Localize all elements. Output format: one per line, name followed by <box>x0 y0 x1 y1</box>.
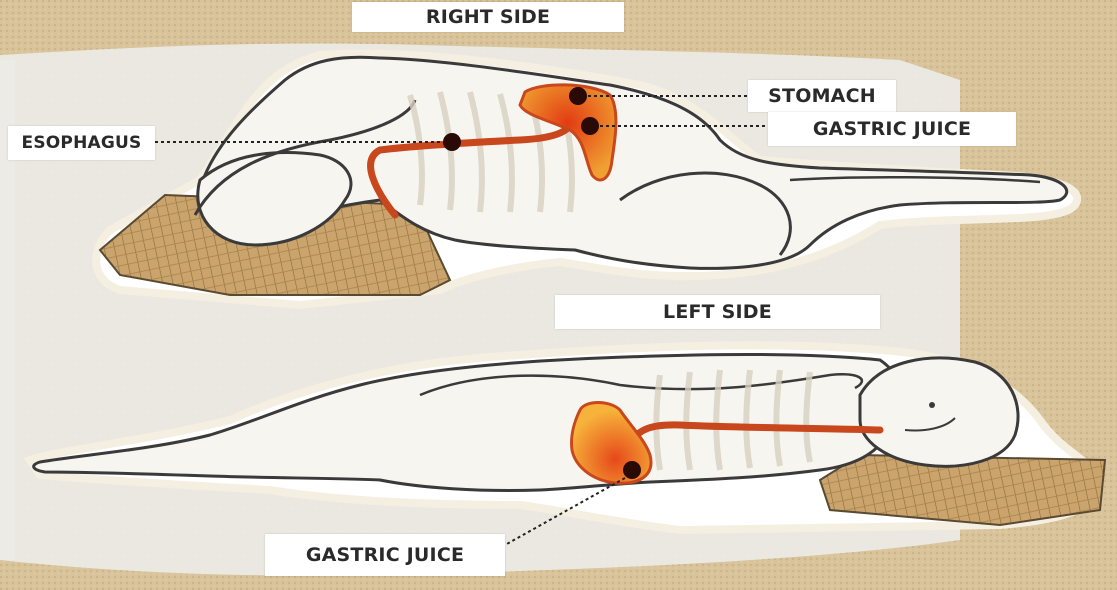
gastric-juice-dot-bottom <box>623 461 641 479</box>
stomach-top <box>518 83 618 182</box>
head-bottom <box>858 356 1020 468</box>
esophagus-dot <box>443 133 461 151</box>
gastric-juice-label-top: GASTRIC JUICE <box>768 112 1016 146</box>
right-side-figure <box>92 49 1081 310</box>
left-side-figure <box>23 341 1107 546</box>
esophagus-label: ESOPHAGUS <box>8 126 155 160</box>
stomach-label: STOMACH <box>748 80 896 112</box>
left-side-title: LEFT SIDE <box>555 295 880 329</box>
stomach-dot-top <box>569 87 587 105</box>
gastric-juice-label-bottom: GASTRIC JUICE <box>265 534 505 576</box>
right-side-title: RIGHT SIDE <box>352 2 624 32</box>
esophagus-tube-bottom <box>628 421 884 444</box>
gastric-juice-dot-top <box>581 117 599 135</box>
